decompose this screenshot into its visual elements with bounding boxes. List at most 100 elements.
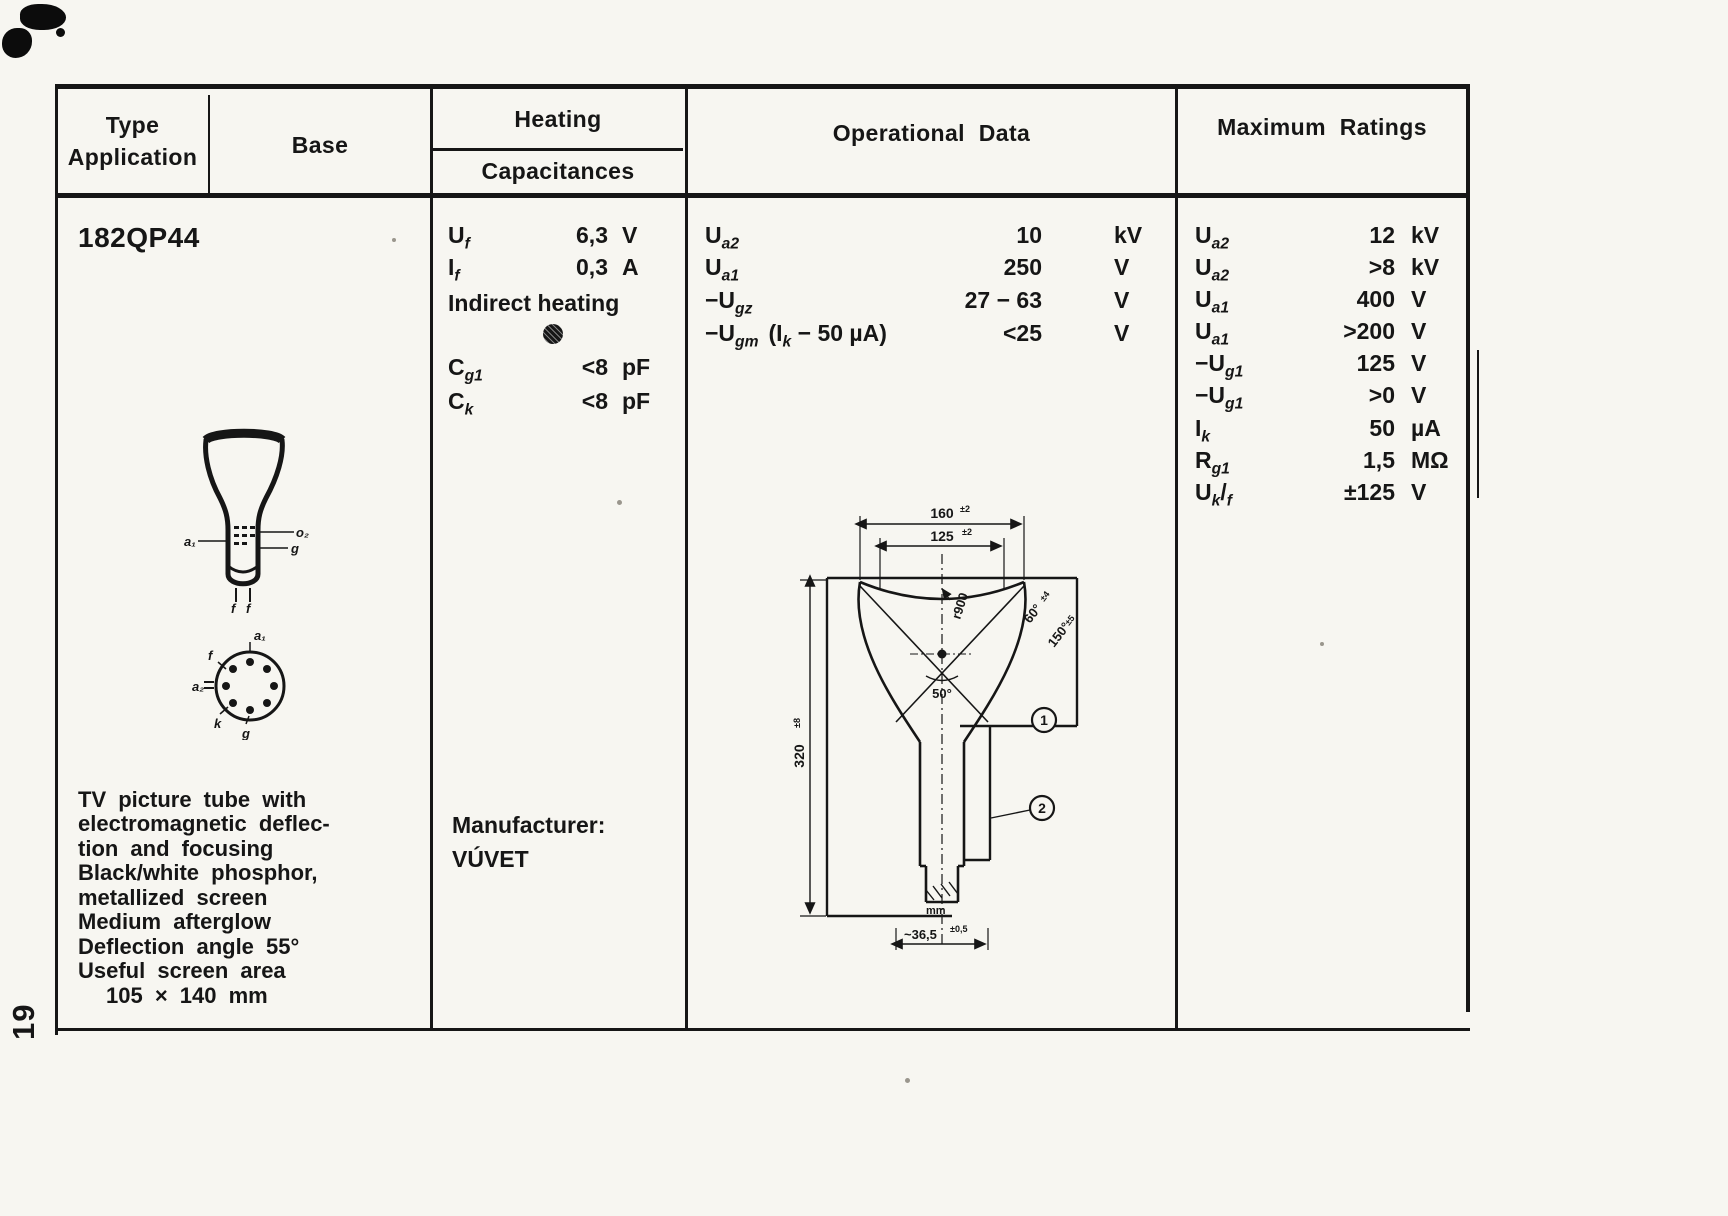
right-bracket-line [1477,350,1479,498]
value: 12 [1369,222,1395,248]
divider-heating-capacitances [433,148,683,151]
symbol: If [448,254,460,285]
label-g: g [241,726,250,740]
unit: V [1411,479,1427,505]
value: 27 − 63 [964,287,1042,313]
unit: kV [1114,222,1143,248]
symbol: −Ug1 [1195,382,1244,413]
header-heating: Heating [514,106,602,132]
manufacturer-label: Manufacturer: [452,812,606,838]
dim-label-320: 320 [792,744,807,768]
unit: MΩ [1411,447,1449,473]
description-line: Black/white phosphor, [78,860,318,885]
label-a1: a₁ [184,534,196,549]
label-f1: f [231,601,237,614]
operational-row: −Ugz 27 − 63 V [705,287,1160,318]
unit: V [1411,382,1427,408]
header-base: Base [291,132,349,158]
table-border-bottom [55,1028,1470,1031]
callout-1-circle [1030,706,1058,734]
lead-f [217,661,227,670]
scan-blob [20,4,66,30]
operational-row: Ua2 10 kV [705,222,1160,253]
value: >200 [1343,318,1395,344]
header-type: Type [105,112,160,138]
label-f2: f [246,601,252,614]
base-pinout-drawing: a₁ f a₂ k g [192,628,286,740]
symbol: −Ug1 [1195,350,1244,381]
dim-sup-160: ±2 [960,504,970,514]
symbol: Uf [448,222,470,253]
symbol: Cg1 [448,354,483,385]
maximum-row: Ua2 12 kV [1195,222,1463,253]
deflection-center-dot [937,649,947,659]
symbol: Ua2 [705,222,740,253]
label-a1: a₁ [254,628,266,643]
value: 1,5 [1363,447,1395,473]
label-g: g [290,541,299,556]
callout-1-label: 1 [1040,712,1048,728]
angle-sup-60: ±4 [1038,589,1052,603]
description-line: TV picture tube with [78,787,307,812]
callout-2-leader [990,809,1031,819]
heating-row: Uf 6,3 V [448,222,664,253]
value: 50 [1369,415,1395,441]
dim-label-r900: r900 [949,591,972,621]
tube-type-name: 182QP44 [78,222,200,253]
tube-dimension-drawing: 160 ±2 125 ±2 320 ±8 r900 60° ±4 150° ±5… [792,504,1079,950]
electrode-dots [234,526,255,545]
value: 0,3 [576,254,608,280]
value: 400 [1356,286,1395,312]
symbol: −Ugz [705,287,753,318]
r900-leader [941,588,952,601]
unit: V [1411,350,1427,376]
description-line: electromagnetic deflec- [78,811,330,836]
lead-g [245,715,250,725]
tube-side-view-drawing: a₁ o₂ g f f [184,428,309,614]
label-a2: a₂ [192,679,204,694]
unit: V [1114,254,1130,280]
angle-arc-50 [925,675,959,682]
header-maximum-ratings: Maximum Ratings [1217,114,1427,140]
header-capacitances: Capacitances [481,158,635,184]
description-line: metallized screen [78,885,268,910]
mm-label: mm [926,905,946,917]
maximum-row: Ua1 >200 V [1195,318,1463,348]
value: ±125 [1344,479,1395,505]
symbol: Ua2 [1195,222,1230,253]
maximum-row: Ua2 >8 kV [1195,254,1463,284]
dim-sup-320: ±8 [792,718,802,728]
divider-base-heating [430,84,433,1031]
dim-label-365: ~36,5 [904,927,937,942]
lead-k [219,706,229,715]
header-application: Application [67,144,198,170]
heating-row: If 0,3 A [448,254,664,285]
maximum-row: Ua1 400 V [1195,286,1463,316]
dim-label-160: 160 [930,505,954,521]
tube-neck-arc [227,564,259,574]
header-operational-data: Operational Data [832,120,1031,146]
value: >8 [1368,254,1395,280]
value: <8 [581,354,608,380]
unit: A [622,254,639,280]
value: 6,3 [576,222,608,248]
header-divider [55,193,1470,198]
maximum-row: Rg1 1,5 MΩ [1195,447,1463,477]
tube-silhouette [203,430,285,587]
scan-blob [2,28,32,58]
maximum-row: −Ug1 125 V [1195,350,1463,381]
table-border-top [55,84,1470,89]
maximum-row: −Ug1 >0 V [1195,382,1463,413]
description-line: Deflection angle 55° [78,934,300,959]
symbol: Ua1 [705,254,740,285]
unit: V [1114,320,1130,346]
divider-type-base [208,95,210,195]
callout-2-label: 2 [1038,800,1046,816]
unit: kV [1411,254,1440,280]
divider-heating-operational [685,84,688,1031]
symbol: Ik [1195,415,1211,446]
scan-speck [617,500,622,505]
dim-sup-125: ±2 [962,527,972,537]
unit: V [1114,287,1130,313]
